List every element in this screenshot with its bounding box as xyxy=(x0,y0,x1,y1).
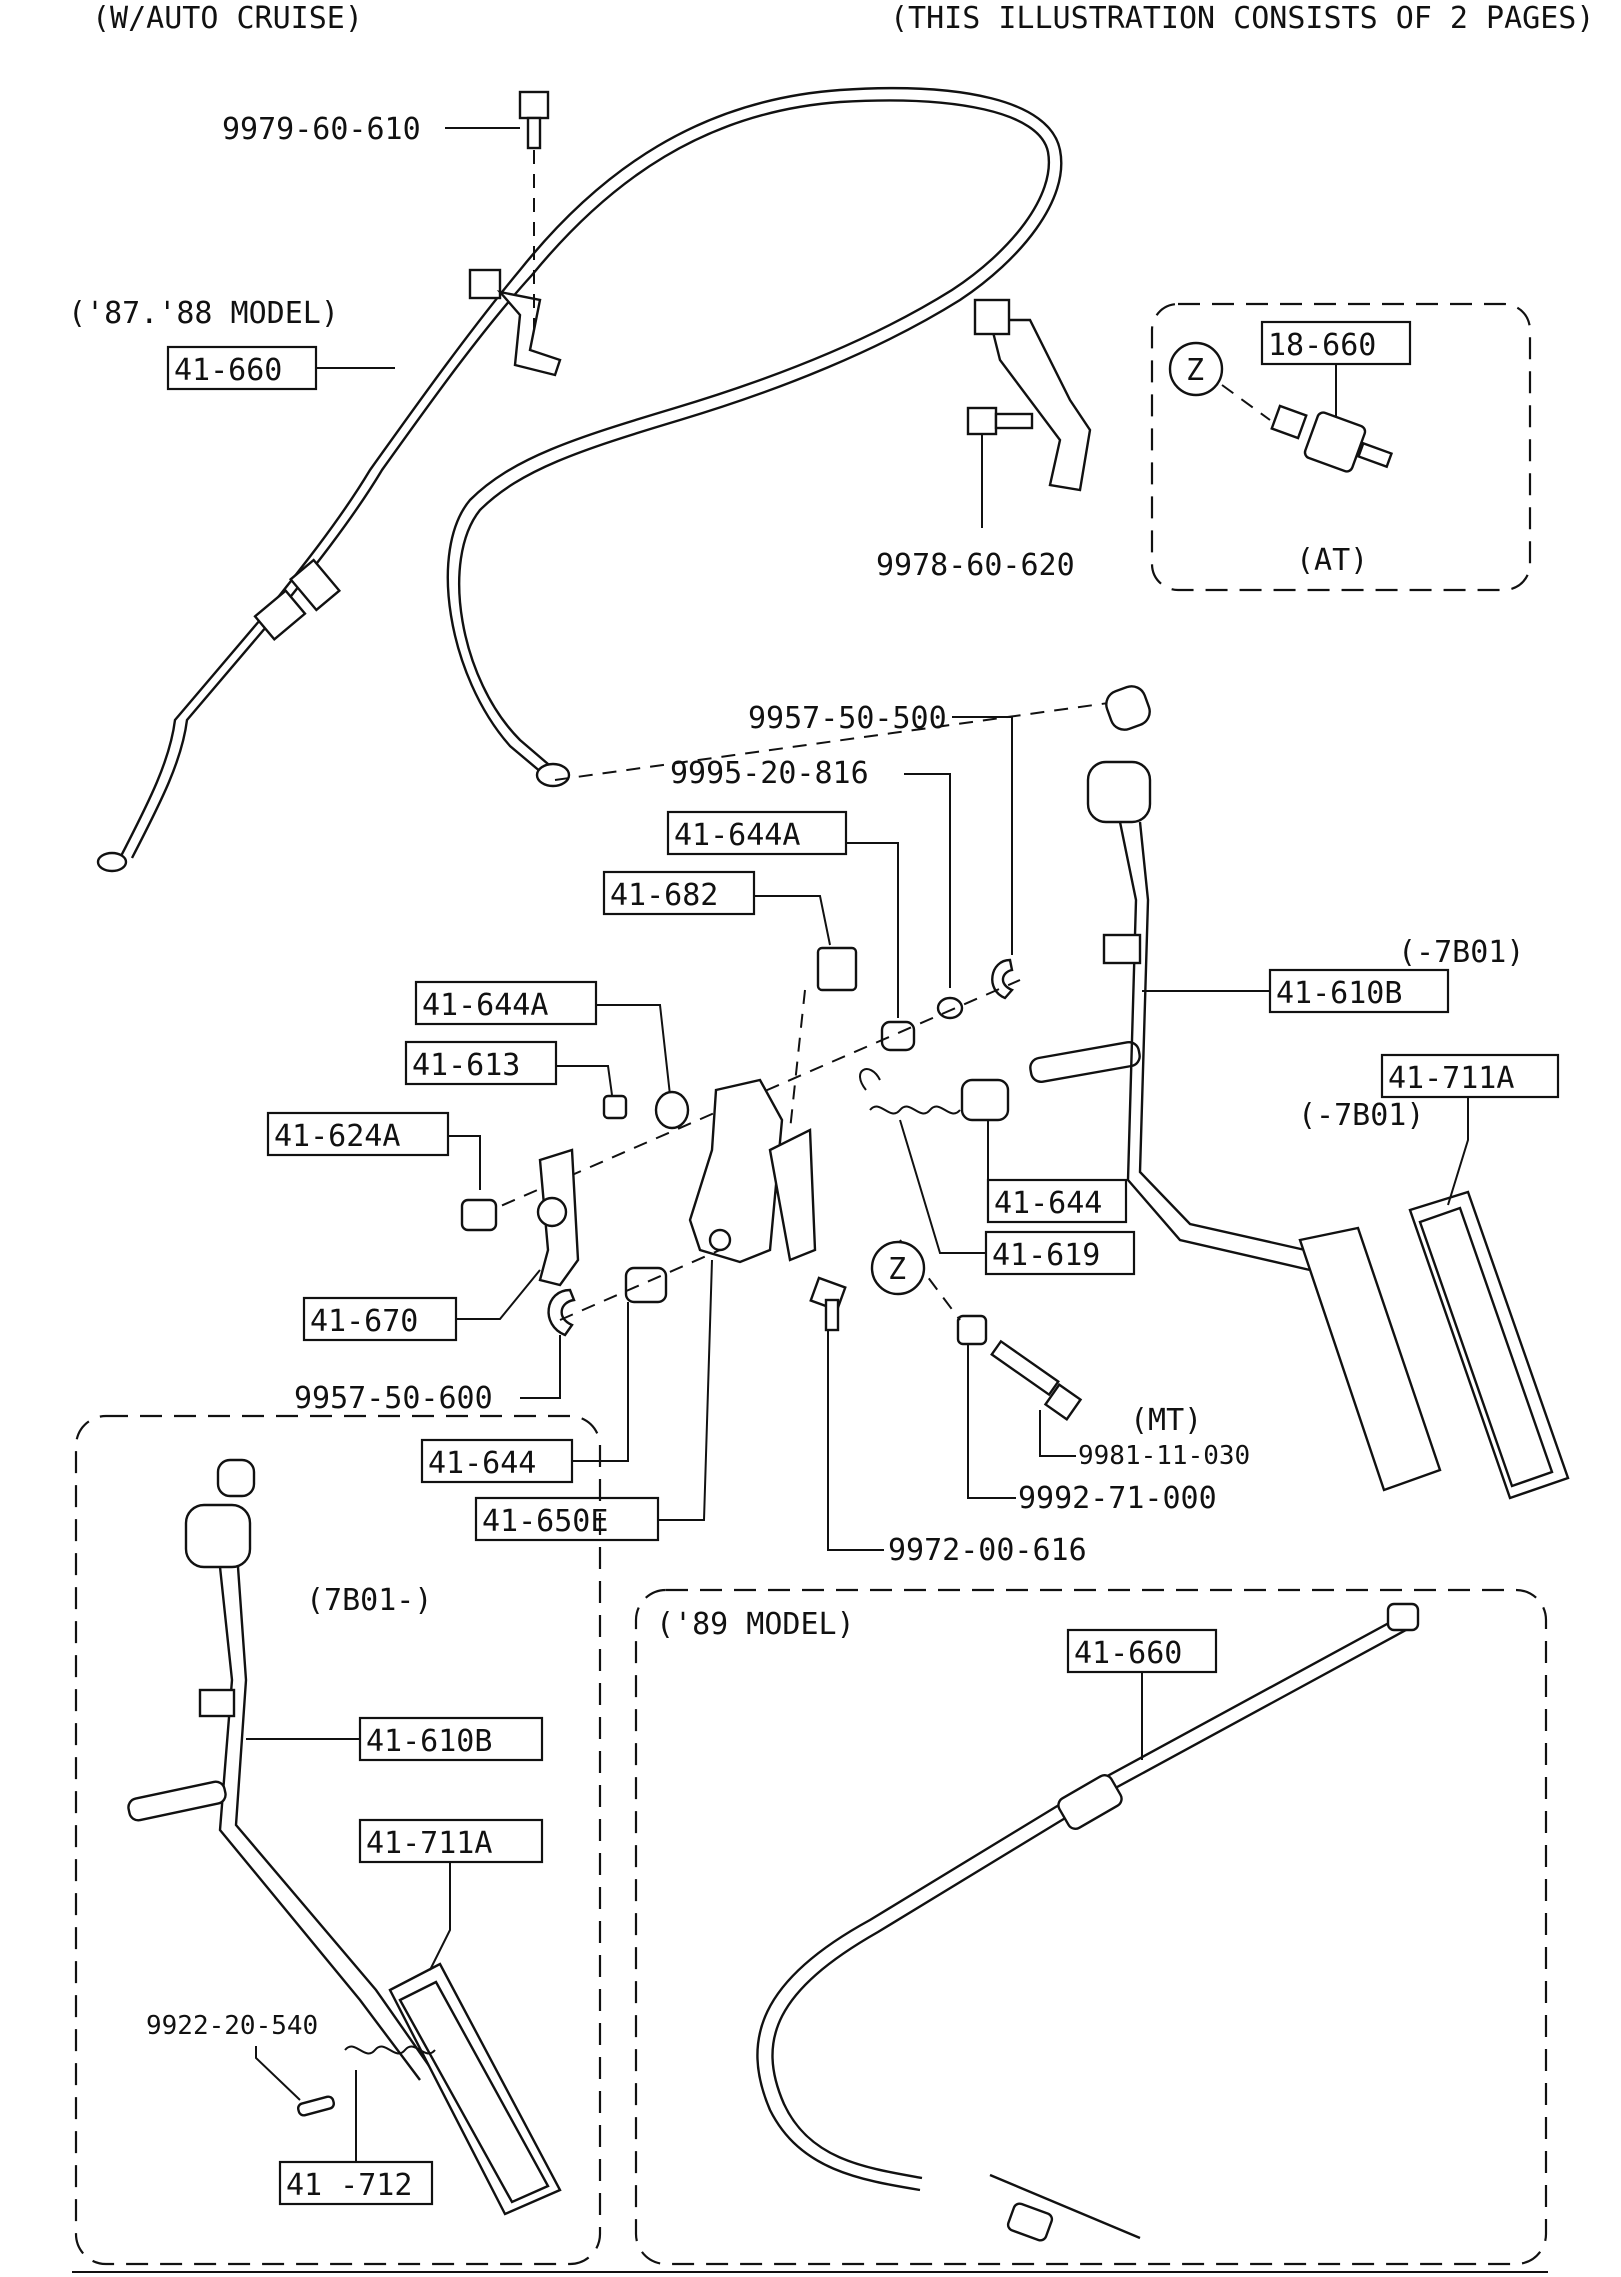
label-41-660-top: 41-660 xyxy=(174,353,282,388)
accelerator-pedal-arm-icon xyxy=(1086,685,1442,1492)
label-41-670: 41-670 xyxy=(310,1304,418,1339)
label-41-610B-main: 41-610B xyxy=(1276,976,1402,1011)
note-from-7b01: (7B01-) xyxy=(306,1583,432,1618)
pedal-pad-41-711A-icon xyxy=(1408,1190,1570,1500)
c-clip-9957-50-600-icon xyxy=(547,1288,576,1337)
note-to-7b01-pad: (-7B01) xyxy=(1298,1098,1424,1133)
label-41-712: 41 -712 xyxy=(286,2168,412,2203)
label-41-711A-inset: 41-711A xyxy=(366,1826,492,1861)
note-89-model: ('89 MODEL) xyxy=(656,1607,855,1642)
note-to-7b01-main: (-7B01) xyxy=(1398,935,1524,970)
washer-9995-20-816-icon xyxy=(936,996,964,1020)
leader-cable-to-pedal xyxy=(554,699,1131,781)
z-mark-main: Z xyxy=(888,1252,906,1287)
cable-end-pedal-icon xyxy=(535,762,571,788)
label-9957-50-500: 9957-50-500 xyxy=(748,701,947,736)
z-mark-circle-main xyxy=(870,1240,926,1296)
cable-clamp-icon xyxy=(468,268,502,300)
c-clip-9957-50-500-icon xyxy=(991,958,1014,1000)
label-41-644-right: 41-644 xyxy=(994,1186,1102,1221)
label-9922-20-540: 9922-20-540 xyxy=(146,2011,318,2041)
label-41-650E: 41-650E xyxy=(482,1504,608,1539)
z-mark-circle-at xyxy=(1168,341,1224,397)
pivot-shaft-icon xyxy=(1029,1041,1141,1083)
bolt-9981-11-030-icon xyxy=(990,1339,1083,1421)
pad-41-682-icon xyxy=(816,946,858,992)
accelerator-pedal-inset-icon xyxy=(127,1458,433,2081)
bushing-41-644A-top-icon xyxy=(880,1020,916,1052)
label-9981-11-030: 9981-11-030 xyxy=(1078,1441,1250,1471)
note-mt: (MT) xyxy=(1130,1403,1202,1438)
cable-grommet-icon xyxy=(973,298,1011,336)
bolt-9978-60-620-icon xyxy=(966,406,1034,436)
label-9992-71-000: 9992-71-000 xyxy=(1018,1481,1217,1516)
bolt-9979-60-610-icon xyxy=(518,90,550,330)
cable-adjuster-icon xyxy=(253,588,307,642)
label-41-619: 41-619 xyxy=(992,1238,1100,1273)
cable-adjuster-nut-icon xyxy=(288,558,342,612)
spring-41-712-icon xyxy=(344,2045,436,2055)
label-41-610B-inset: 41-610B xyxy=(366,1724,492,1759)
pin-9922-20-540-icon xyxy=(296,2095,336,2117)
header-auto-cruise: (W/AUTO CRUISE) xyxy=(92,1,363,36)
clutch-switch-icon xyxy=(1270,404,1394,473)
label-18-660: 18-660 xyxy=(1268,328,1376,363)
return-spring-41-619-icon xyxy=(859,1068,961,1115)
note-87-88-model: ('87.'88 MODEL) xyxy=(68,296,339,331)
bushing-41-644-right-icon xyxy=(960,1078,1010,1122)
inset-7b01-later-pedal xyxy=(74,1414,602,2266)
accelerator-cable-89-icon xyxy=(756,1602,1420,2242)
inset-89-model-cable xyxy=(634,1588,1548,2266)
nut-41-613-icon xyxy=(602,1094,628,1120)
box-41-644A-mid xyxy=(414,980,598,1026)
accelerator-cable-87-88 xyxy=(96,87,1092,873)
label-41-624A: 41-624A xyxy=(274,1119,400,1154)
bushing-41-644-left-icon xyxy=(624,1266,668,1304)
label-41-644A-top: 41-644A xyxy=(674,818,800,853)
box-41-644A-top xyxy=(666,810,848,856)
cable-bracket-right-icon xyxy=(988,318,1092,492)
inset-at-switch xyxy=(1150,302,1532,592)
box-41-624A xyxy=(266,1111,450,1157)
label-41-711A-main: 41-711A xyxy=(1388,1061,1514,1096)
box-41-682 xyxy=(602,870,756,916)
plug-41-624A-icon xyxy=(460,1198,498,1232)
box-41-613 xyxy=(404,1040,558,1086)
cable-end-icon xyxy=(96,851,128,873)
cable-bracket-icon xyxy=(496,290,562,377)
label-9978-60-620: 9978-60-620 xyxy=(876,548,1075,583)
label-9957-50-600: 9957-50-600 xyxy=(294,1381,493,1416)
label-41-613: 41-613 xyxy=(412,1048,520,1083)
nut-9992-71-000-icon xyxy=(956,1314,988,1346)
label-41-644A-mid: 41-644A xyxy=(422,988,548,1023)
label-41-682: 41-682 xyxy=(610,878,718,913)
pedal-pad-inset-icon xyxy=(388,1962,562,2216)
pedal-bracket-41-650E-icon xyxy=(688,1078,817,1264)
bracket-41-670-icon xyxy=(536,1148,580,1287)
note-at: (AT) xyxy=(1296,543,1368,578)
box-41-711A-main xyxy=(1380,1053,1560,1099)
label-9972-00-616: 9972-00-616 xyxy=(888,1533,1087,1568)
label-9995-20-816: 9995-20-816 xyxy=(670,756,869,791)
bolt-9972-00-616-icon xyxy=(809,1276,847,1332)
label-41-644-left: 41-644 xyxy=(428,1446,536,1481)
label-9979-60-610: 9979-60-610 xyxy=(222,112,421,147)
bushing-41-644A-mid-icon xyxy=(654,1090,690,1130)
label-41-660-inset: 41-660 xyxy=(1074,1636,1182,1671)
z-mark-at: Z xyxy=(1186,353,1204,388)
header-page-note: (THIS ILLUSTRATION CONSISTS OF 2 PAGES) xyxy=(890,1,1594,36)
